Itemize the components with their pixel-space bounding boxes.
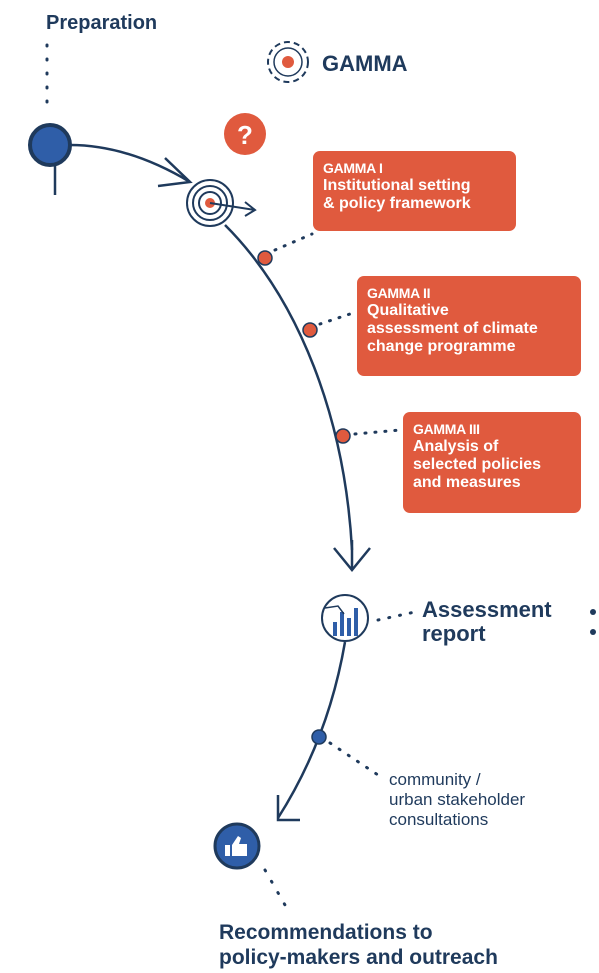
gamma-3-node: [335, 428, 351, 444]
gamma-1-node: [257, 250, 273, 266]
gamma-2-box: GAMMA II Qualitative assessment of clima…: [357, 276, 581, 376]
main-curve: [224, 224, 354, 551]
edge-dot: [590, 609, 596, 615]
report-chart-icon: [321, 594, 369, 642]
thumbs-up-icon: [213, 822, 261, 870]
preparation-label: Preparation: [46, 12, 158, 34]
svg-text:?: ?: [237, 120, 253, 150]
start-node: [28, 123, 72, 167]
consultation-label: community / urban stakeholder consultati…: [389, 770, 526, 829]
lower-curve: [276, 641, 347, 819]
start-arrow-line: [69, 143, 191, 184]
target-icon: [186, 179, 257, 227]
gamma-1-description: Institutional setting & policy framework: [323, 177, 471, 212]
gear-icon: [267, 41, 309, 83]
lower-arrowhead: [276, 795, 300, 822]
gamma-2-description: Qualitative assessment of climate change…: [367, 302, 538, 355]
question-icon: ?: [224, 113, 266, 155]
recommendations-label: Recommendations to policy-makers and out…: [219, 921, 498, 969]
assessment-report-label: Assessment report: [422, 597, 552, 647]
gamma-3-title: GAMMA III: [413, 421, 480, 437]
consultation-node: [311, 729, 327, 745]
gamma-2-title: GAMMA II: [367, 285, 431, 301]
gamma-2-connector: [318, 310, 358, 326]
gamma-3-description: Analysis of selected policies and measur…: [413, 438, 542, 491]
report-connector: [376, 610, 417, 622]
recommendations-connector: [263, 868, 287, 907]
gamma-1-connector: [273, 232, 314, 252]
consultation-connector: [328, 741, 380, 777]
start-arrowhead: [157, 157, 193, 188]
gamma-2-node: [302, 322, 318, 338]
gamma-3-box: GAMMA III Analysis of selected policies …: [403, 412, 581, 513]
gamma-label: GAMMA: [322, 51, 408, 76]
gamma-3-connector: [353, 428, 402, 436]
gamma-1-box: GAMMA I Institutional setting & policy f…: [313, 151, 516, 231]
edge-dot: [590, 629, 596, 635]
gamma-1-title: GAMMA I: [323, 160, 383, 176]
